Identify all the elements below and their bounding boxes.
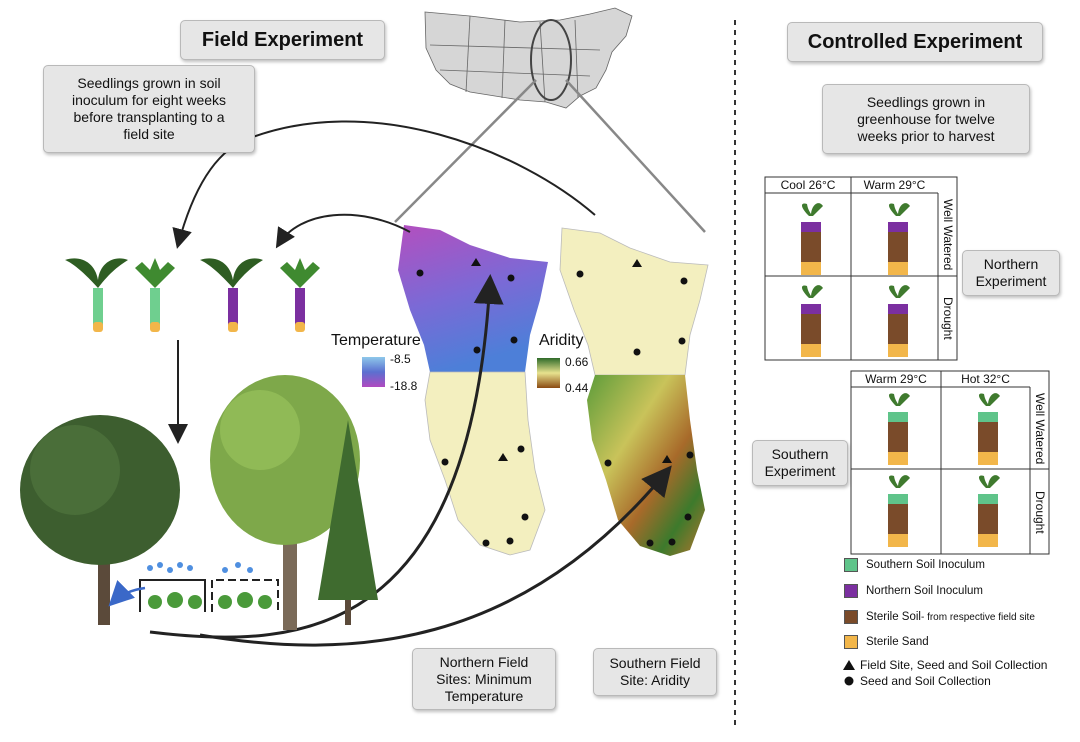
greenhouse-note-line: greenhouse for twelve [857,110,995,127]
field-note: Seedlings grown in soil inoculum for eig… [43,65,255,153]
legend-southern-soil: Southern Soil Inoculum [844,557,985,573]
circle-legend-icon [844,676,854,686]
legend-label: Southern Soil Inoculum [866,559,985,571]
northern-experiment-label: Northern Experiment [962,250,1060,296]
southern-row-watered: Well Watered [1033,393,1047,465]
field-note-line: before transplanting to a [73,109,225,125]
northern-sites-line: Northern Field [439,653,529,670]
southern-experiment-label: Southern Experiment [752,440,848,486]
northern-col-warm: Warm 29°C [863,178,926,192]
site-markers-left [416,258,529,547]
field-note-line: Seedlings grown in soil [77,75,221,91]
northern-sites-note: Northern Field Sites: Minimum Temperatur… [412,648,556,710]
legend-label: Sterile Soil [866,611,921,623]
wisconsin-map-right [559,227,709,376]
controlled-experiment-title: Controlled Experiment [787,22,1043,62]
aridity-min: 0.44 [565,381,589,395]
northern-sites-line: Temperature [444,687,524,704]
field-note-line: inoculum for eight weeks [71,92,227,108]
us-map [424,7,633,109]
northern-grid-lines [764,176,958,361]
legend-label: Sterile Sand [866,636,929,648]
southern-site-line: Site: Aridity [619,672,691,688]
temperature-min: -18.8 [390,379,418,393]
sterile-soil-swatch [844,610,858,624]
greenhouse-note-line: Seedlings grown in [866,93,986,110]
legend-seed-soil: Seed and Soil Collection [860,674,991,688]
northern-experiment-line: Experiment [975,273,1047,289]
aridity-scale [537,358,560,388]
southern-site-line: Southern Field [609,655,701,671]
southern-col-hot: Hot 32°C [961,372,1010,386]
southern-soil-swatch [844,558,858,572]
legend-sublabel: - from respective field site [920,611,1035,623]
aridity-label: Aridity [539,332,584,349]
northern-row-drought: Drought [941,296,955,340]
southern-row-drought: Drought [1033,490,1047,534]
southern-experiment-line: Experiment [764,463,836,479]
temperature-max: -8.5 [390,352,411,366]
southern-experiment-line: Southern [771,446,829,462]
site-markers-right [576,259,694,547]
legend-field-site: Field Site, Seed and Soil Collection [860,658,1048,672]
wisconsin-temperature-map [398,225,548,372]
northern-row-watered: Well Watered [941,199,955,271]
sterile-sand-swatch [844,635,858,649]
temperature-scale [362,357,385,387]
southern-grid-lines [850,370,1050,555]
northern-soil-swatch [844,584,858,598]
northern-sites-line: Sites: Minimum [436,670,532,687]
northern-experiment-line: Northern [983,256,1039,272]
field-experiment-title: Field Experiment [180,20,385,60]
pots [801,203,1000,547]
legend-sterile-sand: Sterile Sand [844,634,929,650]
greenhouse-note-line: weeks prior to harvest [857,127,995,144]
greenhouse-note: Seedlings grown in greenhouse for twelve… [822,84,1030,154]
northern-col-cool: Cool 26°C [780,178,836,192]
illinois-aridity-map [587,375,705,556]
southern-col-warm: Warm 29°C [865,372,927,386]
legend-sterile-soil: Sterile Soil - from respective field sit… [844,609,1035,625]
illinois-map-left [424,371,546,556]
southern-site-note: Southern Field Site: Aridity [593,648,717,696]
legend-northern-soil: Northern Soil Inoculum [844,583,983,599]
aridity-max: 0.66 [565,355,589,369]
triangle-legend-icon [843,660,855,670]
field-note-line: field site [123,126,175,142]
forest-trees [20,375,378,630]
temperature-label: Temperature [331,332,421,349]
seedling-tubes [65,258,320,332]
legend-label: Northern Soil Inoculum [866,585,983,597]
